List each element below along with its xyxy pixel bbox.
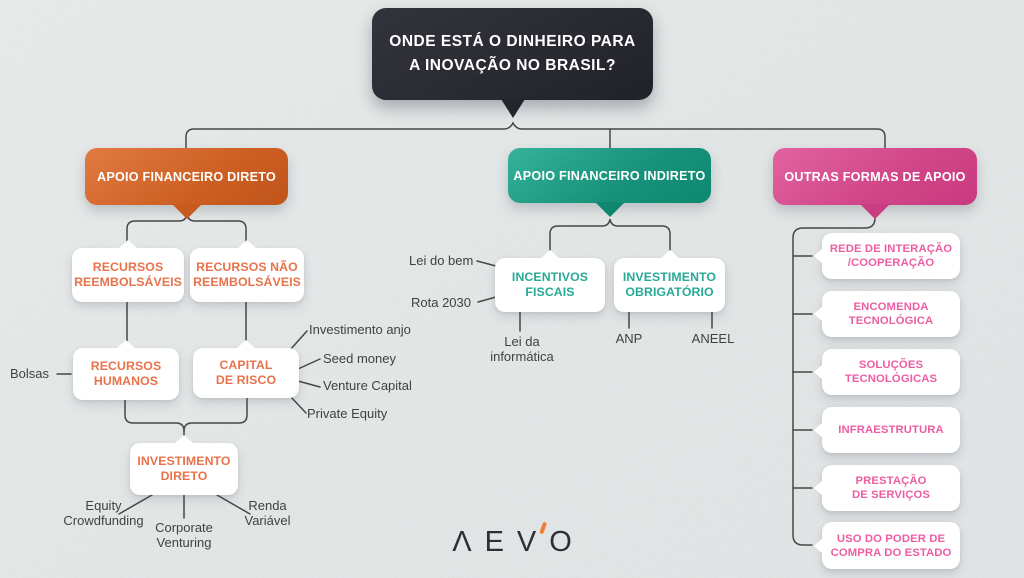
node-recursos-reembolsaveis: RECURSOS REEMBOLSÁVEIS [72,240,184,302]
node-label-line: PRESTAÇÃO [855,475,927,487]
node-label-line: OBRIGATÓRIO [625,285,714,299]
node-label-line: REEMBOLSÁVEIS [193,275,301,289]
leaf-anp: ANP [615,331,643,346]
leaf-lei-do-bem: Lei do bem [409,253,474,268]
node-label-line: INVESTIMENTO [137,453,231,468]
leaf-rota-2030: Rota 2030 [411,295,471,310]
node-uso-do-poder-de-compra-do-estado: USO DO PODER DE COMPRA DO ESTADO [814,522,960,569]
node-label-line: TECNOLÓGICAS [844,373,938,385]
root-question-line1: ONDE ESTÁ O DINHEIRO PARA [389,32,636,50]
node-label-line: RECURSOS [92,259,164,274]
leaf-line: Renda [248,498,287,513]
node-recursos-humanos: RECURSOS HUMANOS [73,340,179,400]
leaf-venture-capital: Venture Capital [323,378,412,393]
leaf-investimento-anjo: Investimento anjo [309,322,411,337]
leaf-line: Equity [85,498,122,513]
node-encomenda-tecnologica: ENCOMENDA TECNOLÓGICA [814,291,960,337]
branch-header-apoio-financeiro-direto: APOIO FINANCEIRO DIRETO [85,148,288,219]
node-label-line: INCENTIVOS [511,269,589,284]
node-recursos-nao-reembolsaveis: RECURSOS NÃO REEMBOLSÁVEIS [190,240,304,302]
logo-letter-v: V [516,526,537,558]
leaf-line: Variável [244,513,291,529]
node-incentivos-fiscais: INCENTIVOS FISCAIS [495,250,605,312]
node-label-line: DIRETO [160,469,208,483]
logo-letter-o: O [549,526,572,558]
node-label-line: INVESTIMENTO [622,269,717,284]
leaf-private-equity: Private Equity [307,406,388,421]
root-question-node: ONDE ESTÁ O DINHEIRO PARA A INOVAÇÃO NO … [372,8,653,118]
branch-header-apoio-financeiro-indireto: APOIO FINANCEIRO INDIRETO [508,148,711,217]
node-label-line: REDE DE INTERAÇÃO [829,243,953,255]
branch-header-label: APOIO FINANCEIRO INDIRETO [513,168,706,183]
aevo-logo: Λ E V O [452,521,572,559]
node-label-line: CAPITAL [219,357,273,372]
node-rede-de-interacao-cooperacao: REDE DE INTERAÇÃO /COOPERAÇÃO [814,233,960,279]
root-question-line2: A INOVAÇÃO NO BRASIL? [409,57,616,74]
leaf-aneel: ANEEL [691,331,735,346]
node-infraestrutura: INFRAESTRUTURA [814,407,960,453]
branch-header-outras-formas-de-apoio: OUTRAS FORMAS DE APOIO [773,148,977,219]
logo-letter-a: Λ [452,526,472,558]
node-investimento-direto: INVESTIMENTO DIRETO [130,435,238,495]
node-label-line: RECURSOS NÃO [196,259,298,274]
leaf-seed-money: Seed money [323,351,396,366]
node-label-line: REEMBOLSÁVEIS [74,275,182,289]
node-label-line: /COOPERAÇÃO [847,257,935,269]
node-label-line: DE RISCO [215,373,277,387]
leaf-bolsas: Bolsas [10,366,50,381]
node-investimento-obrigatorio: INVESTIMENTO OBRIGATÓRIO [614,250,725,312]
node-prestacao-de-servicos: PRESTAÇÃO DE SERVIÇOS [814,465,960,511]
leaf-line: Venturing [156,535,212,551]
leaf-corporate-venturing: Corporate Venturing [135,520,233,550]
node-capital-de-risco: CAPITAL DE RISCO [193,340,299,398]
logo-letter-e: E [484,526,504,558]
node-label-line: COMPRA DO ESTADO [830,546,952,559]
leaf-line: informática [490,349,554,365]
leaf-line: Lei da [504,334,540,349]
branch-header-label: OUTRAS FORMAS DE APOIO [784,169,966,184]
node-label-line: TECNOLÓGICA [848,315,934,327]
leaf-line: Corporate [155,520,213,535]
branch-header-label: APOIO FINANCEIRO DIRETO [96,169,277,184]
node-label-line: RECURSOS [90,358,162,373]
leaf-renda-variavel: Renda Variável [220,498,315,528]
leaf-line: Crowdfunding [63,513,144,529]
node-label-line: USO DO PODER DE [836,532,946,545]
leaf-lei-da-informatica: Lei da informática [474,334,570,364]
logo-letter-v-wrap: V [516,521,548,559]
node-label-line: ENCOMENDA [853,301,929,313]
node-label-line: HUMANOS [93,374,159,388]
node-label-line: SOLUÇÕES [858,359,924,371]
node-label-line: INFRAESTRUTURA [838,424,944,436]
node-label-line: FISCAIS [525,285,575,299]
node-label-line: DE SERVIÇOS [851,489,931,501]
node-solucoes-tecnologicas: SOLUÇÕES TECNOLÓGICAS [814,349,960,395]
